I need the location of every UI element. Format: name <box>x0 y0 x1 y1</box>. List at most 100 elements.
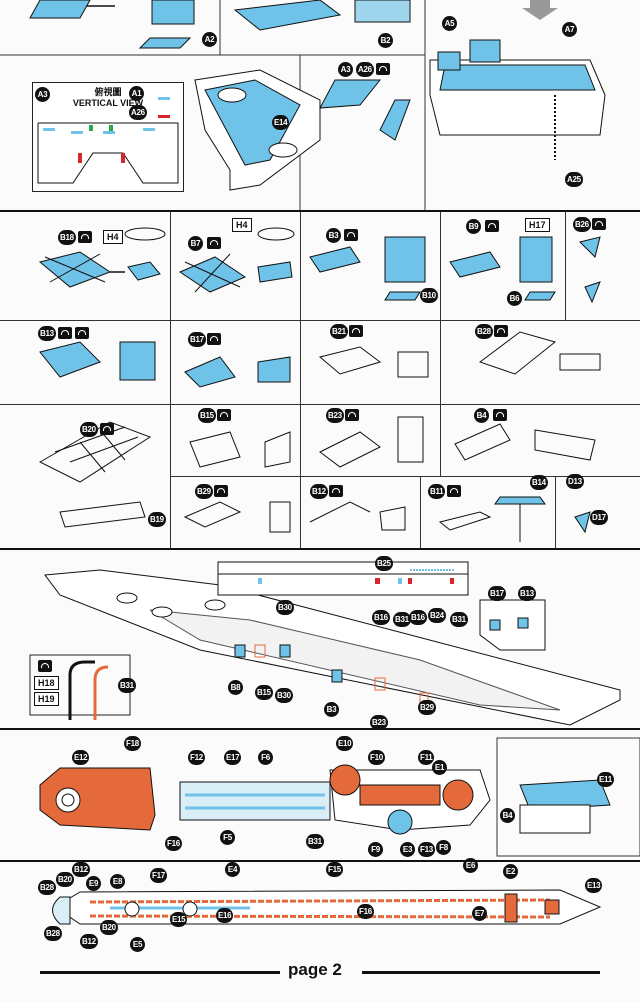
tag-f9: F9 <box>368 842 383 857</box>
tag-e13: E13 <box>585 878 603 893</box>
tag-d17: D17 <box>590 510 608 525</box>
tag-e1: E1 <box>432 760 447 775</box>
tag-e11: E11 <box>597 772 614 787</box>
tag-e3: E3 <box>400 842 415 857</box>
grid-line <box>300 212 301 320</box>
tag-f13: F13 <box>418 842 435 857</box>
tag-b6: B6 <box>507 291 522 306</box>
grid-line <box>300 320 301 404</box>
tag-d13: D13 <box>566 474 584 489</box>
tag-a3-ladder: A3 <box>338 62 353 77</box>
page-number: page 2 <box>288 960 342 979</box>
tag-a2: A2 <box>202 32 217 47</box>
tag-e12: E12 <box>72 750 90 765</box>
tag-b19: B19 <box>148 512 166 527</box>
bend-icon <box>75 327 89 339</box>
box-h18: H18 <box>34 676 59 690</box>
tag-e4: E4 <box>225 862 240 877</box>
tag-e17: E17 <box>224 750 242 765</box>
tag-b29: B29 <box>195 484 213 499</box>
vertical-view-title: 俯視圖 VERTICAL VIEW <box>63 87 153 109</box>
tag-b8: B8 <box>228 680 243 695</box>
tag-e14: E14 <box>272 115 290 130</box>
top-drawings <box>0 0 606 210</box>
box-h19: H19 <box>34 692 59 706</box>
tag-b4-deck: B4 <box>500 808 515 823</box>
bottom-section: B28 B20 B12 E9 E8 F17 E4 F15 E6 E2 E13 E… <box>0 858 640 957</box>
footer-line-left <box>40 971 280 974</box>
tag-b12-top: B12 <box>72 862 90 877</box>
tag-b31-rail: B31 <box>118 678 136 693</box>
tag-b17-hull: B17 <box>488 586 506 601</box>
bend-icon <box>100 423 114 435</box>
grid-line <box>170 212 171 320</box>
tag-f15: F15 <box>326 862 343 877</box>
tag-e5: E5 <box>130 937 145 952</box>
tag-f8: F8 <box>436 840 451 855</box>
bend-icon <box>345 409 359 421</box>
tag-e7: E7 <box>472 906 487 921</box>
tag-e16: E16 <box>216 908 234 923</box>
tag-a25: A25 <box>565 172 583 187</box>
tag-f17: F17 <box>150 868 167 883</box>
tag-b20: B20 <box>80 422 98 437</box>
tag-a26-ladder: A26 <box>356 62 374 77</box>
tag-b12-bottom: B12 <box>80 934 98 949</box>
bend-icon <box>376 63 390 75</box>
tag-e10: E10 <box>336 736 354 751</box>
tag-a5: A5 <box>442 16 457 31</box>
tag-b15: B15 <box>198 408 216 423</box>
tag-b23: B23 <box>326 408 344 423</box>
tag-b28-bottom: B28 <box>44 926 62 941</box>
tag-b17: B17 <box>188 332 206 347</box>
hull-drawings <box>29 561 621 726</box>
footer-line-right <box>362 971 600 974</box>
tag-b28-top: B28 <box>38 880 56 895</box>
bend-icon <box>207 333 221 345</box>
tag-a1-view: A1 <box>129 86 144 101</box>
bend-icon <box>344 229 358 241</box>
box-h4-b: H4 <box>232 218 252 232</box>
step-section: B18 H4 B7 H4 B3 B10 B9 H17 B6 B26 B13 B1… <box>0 212 640 548</box>
bend-icon <box>349 325 363 337</box>
bend-icon <box>329 485 343 497</box>
grid-line <box>440 212 441 320</box>
tag-b28: B28 <box>475 324 493 339</box>
tag-f10: F10 <box>368 750 385 765</box>
section-divider-4 <box>0 860 640 862</box>
tag-f12: F12 <box>188 750 205 765</box>
bend-icon <box>592 218 606 230</box>
tag-a3-view: A3 <box>35 87 50 102</box>
box-h4-a: H4 <box>103 230 123 244</box>
bend-icon <box>58 327 72 339</box>
step-drawings <box>38 227 601 542</box>
tag-b31-deck: B31 <box>306 834 324 849</box>
hull-section: B25 B30 B16 B31 B16 B24 B31 B17 B13 B8 B… <box>0 550 640 730</box>
tag-b4: B4 <box>474 408 489 423</box>
tag-f16-deck: F16 <box>165 836 182 851</box>
tag-b7: B7 <box>188 236 203 251</box>
grid-line <box>420 476 421 548</box>
bend-tool-icon <box>38 660 52 672</box>
tag-e8: E8 <box>110 874 125 889</box>
tag-b2: B2 <box>378 33 393 48</box>
tag-b3: B3 <box>326 228 341 243</box>
tag-f18: F18 <box>124 736 141 751</box>
deck-drawings <box>39 737 640 857</box>
tag-b15-hull: B15 <box>255 685 273 700</box>
grid-line <box>170 476 640 477</box>
tag-b20-bottom: B20 <box>100 920 118 935</box>
grid-line <box>565 212 566 320</box>
grid-line <box>440 404 441 476</box>
tag-b31-b: B31 <box>450 612 468 627</box>
bend-icon <box>214 485 228 497</box>
tag-b23-hull: B23 <box>370 715 388 730</box>
tag-e15: E15 <box>170 912 188 927</box>
tag-b20-top: B20 <box>56 872 74 887</box>
grid-line <box>0 404 640 405</box>
tag-b29-hull: B29 <box>418 700 436 715</box>
tag-b26: B26 <box>573 217 591 232</box>
tag-b25: B25 <box>375 556 393 571</box>
bend-icon <box>78 231 92 243</box>
tag-b14: B14 <box>530 475 548 490</box>
